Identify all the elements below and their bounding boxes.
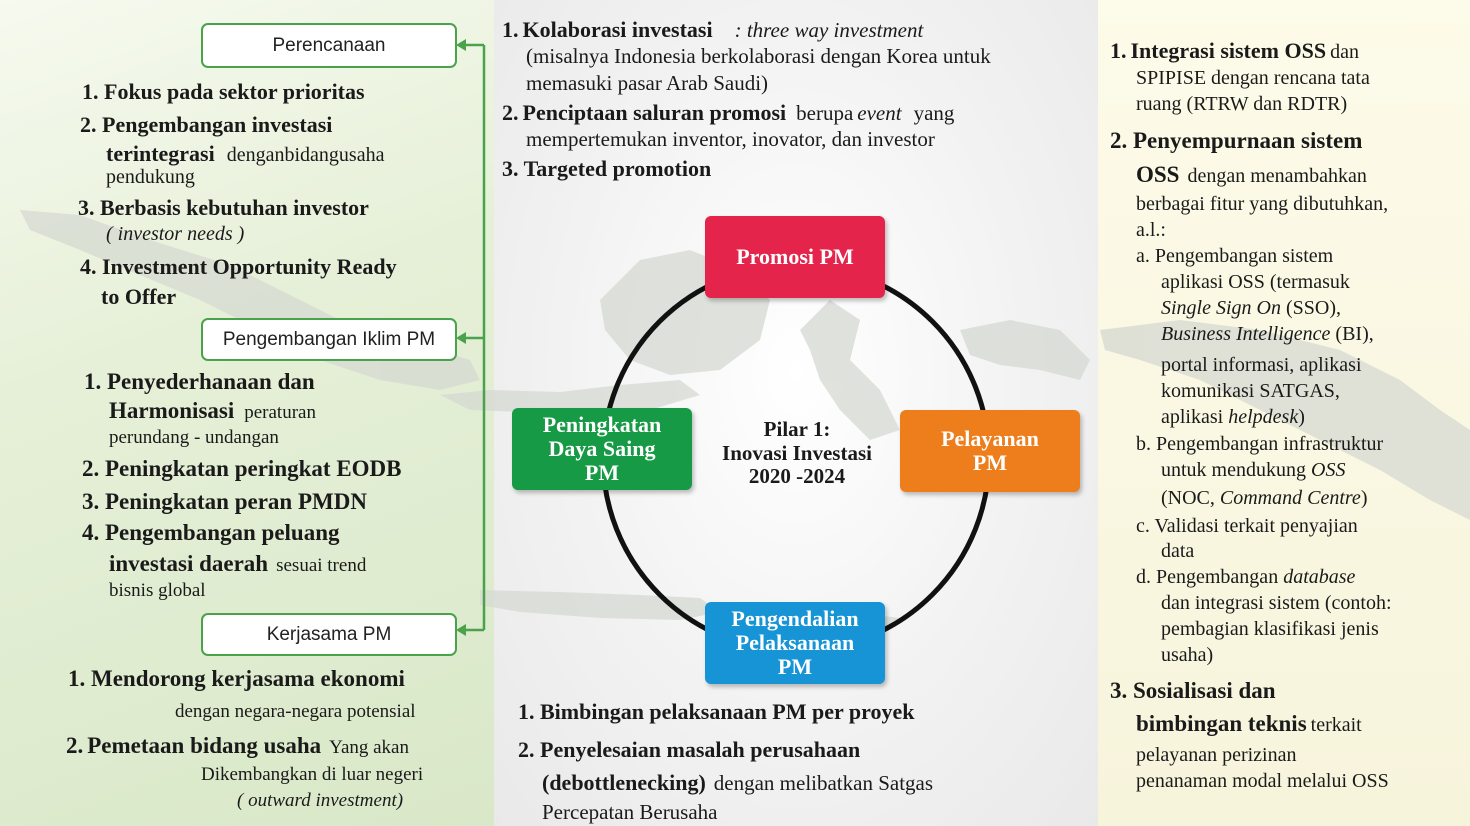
sub-c-line2: data bbox=[1161, 540, 1195, 562]
pelayanan-item-3-line2: bimbingan teknis terkait bbox=[1136, 711, 1362, 736]
sub-d-line1: d. Pengembangan database bbox=[1136, 566, 1356, 588]
sub-a-line7: aplikasi helpdesk) bbox=[1161, 406, 1305, 428]
pengendalian-item-1: 1. Bimbingan pelaksanaan PM per proyek bbox=[518, 699, 915, 724]
header-kerjasama: Kerjasama PM bbox=[201, 613, 457, 656]
iklim-item-2: 2. Peningkatan peringkat EODB bbox=[82, 456, 402, 481]
sub-d-line4: usaha) bbox=[1161, 644, 1214, 666]
iklim-item-1: 1. Penyederhanaan dan bbox=[84, 369, 315, 394]
header-pengembangan-iklim: Pengembangan Iklim PM bbox=[201, 318, 457, 361]
perencanaan-item-1: 1. Fokus pada sektor prioritas bbox=[82, 79, 365, 104]
sub-a-line3: Single Sign On (SSO), bbox=[1161, 297, 1342, 319]
sub-a-line4: Business Intelligence (BI), bbox=[1161, 323, 1374, 345]
perencanaan-item-2-line2: terintegrasi denganbidangusaha bbox=[106, 141, 385, 166]
perencanaan-item-4: 4. Investment Opportunity Ready bbox=[80, 254, 397, 279]
perencanaan-item-3: 3. Berbasis kebutuhan investor bbox=[78, 195, 369, 220]
left-connector-lines bbox=[456, 39, 486, 636]
pelayanan-item-2-line3: berbagai fitur yang dibutuhkan, bbox=[1136, 193, 1389, 215]
pengendalian-item-2-line3: Percepatan Berusaha bbox=[542, 800, 718, 824]
sub-d-line3: pembagian klasifikasi jenis bbox=[1161, 618, 1379, 640]
promosi-item-3: 3. Targeted promotion bbox=[502, 156, 712, 181]
sub-a-line2: aplikasi OSS (termasuk bbox=[1161, 271, 1350, 293]
promosi-item-1-line2: (misalnya Indonesia berkolaborasi dengan… bbox=[526, 44, 991, 68]
kerjasama-item-1-line2: dengan negara-negara potensial bbox=[175, 701, 416, 722]
kerjasama-item-2: 2. Pemetaan bidang usaha Yang akan bbox=[66, 733, 409, 758]
pelayanan-item-1-line2: SPIPISE dengan rencana tata bbox=[1136, 67, 1370, 89]
iklim-item-1-line3: perundang - undangan bbox=[109, 427, 279, 448]
promosi-item-1-line3: memasuki pasar Arab Saudi) bbox=[526, 71, 769, 95]
promosi-item-2-line2: mempertemukan inventor, inovator, dan in… bbox=[526, 127, 935, 151]
perencanaan-item-3-paren: ( investor needs ) bbox=[106, 223, 245, 245]
pillar-center-title: Pilar 1: Inovasi Investasi 2020 -2024 bbox=[722, 417, 872, 489]
kerjasama-item-1: 1. Mendorong kerjasama ekonomi bbox=[68, 666, 405, 691]
pelayanan-item-3-line3: pelayanan perizinan bbox=[1136, 744, 1297, 766]
perencanaan-item-2: 2. Pengembangan investasi bbox=[80, 112, 333, 137]
sub-b-line1: b. Pengembangan infrastruktur bbox=[1136, 433, 1384, 455]
pelayanan-item-1-line3: ruang (RTRW dan RDTR) bbox=[1136, 93, 1348, 115]
pelayanan-item-2: 2. Penyempurnaan sistem bbox=[1110, 128, 1363, 153]
promosi-item-1: 1. Kolaborasi investasi : three way inve… bbox=[502, 17, 924, 42]
pillar-promosi-pm: Promosi PM bbox=[705, 216, 885, 298]
promosi-item-2: 2. Penciptaan saluran promosi berupa eve… bbox=[502, 100, 955, 125]
pelayanan-item-1: 1. Integrasi sistem OSS dan bbox=[1110, 38, 1359, 63]
pelayanan-item-2-line2: OSS dengan menambahkan bbox=[1136, 162, 1367, 187]
iklim-item-4-line2: investasi daerah sesuai trend bbox=[109, 551, 367, 576]
pengendalian-item-2-line2: (debottlenecking) dengan melibatkan Satg… bbox=[542, 770, 934, 795]
iklim-item-4: 4. Pengembangan peluang bbox=[82, 520, 340, 545]
kerjasama-item-2-paren: ( outward investment) bbox=[237, 790, 404, 811]
header-perencanaan: Perencanaan bbox=[201, 23, 457, 68]
iklim-item-4-line3: bisnis global bbox=[109, 580, 206, 601]
kerjasama-item-2-line2: Dikembangkan di luar negeri bbox=[201, 764, 424, 785]
pengendalian-item-2: 2. Penyelesaian masalah perusahaan bbox=[518, 737, 861, 762]
perencanaan-item-2-line3: pendukung bbox=[106, 166, 195, 188]
sub-d-line2: dan integrasi sistem (contoh: bbox=[1161, 592, 1392, 614]
sub-b-line3: (NOC, Command Centre) bbox=[1161, 487, 1368, 509]
sub-a-line1: a. Pengembangan sistem bbox=[1136, 245, 1334, 267]
perencanaan-item-4-line2: to Offer bbox=[101, 284, 177, 309]
left-panel-background bbox=[0, 0, 494, 826]
pelayanan-item-3-line4: penanaman modal melalui OSS bbox=[1136, 770, 1389, 792]
iklim-item-1-line2: Harmonisasi peraturan bbox=[109, 398, 316, 423]
sub-b-line2: untuk mendukung OSS bbox=[1161, 459, 1346, 481]
pelayanan-item-2-line4: a.l.: bbox=[1136, 219, 1166, 241]
sub-a-line6: komunikasi SATGAS, bbox=[1161, 380, 1340, 402]
iklim-item-3: 3. Peningkatan peran PMDN bbox=[82, 489, 367, 514]
sub-c-line1: c. Validasi terkait penyajian bbox=[1136, 515, 1358, 537]
pelayanan-item-3: 3. Sosialisasi dan bbox=[1110, 678, 1276, 703]
sub-a-line5: portal informasi, aplikasi bbox=[1161, 354, 1362, 376]
